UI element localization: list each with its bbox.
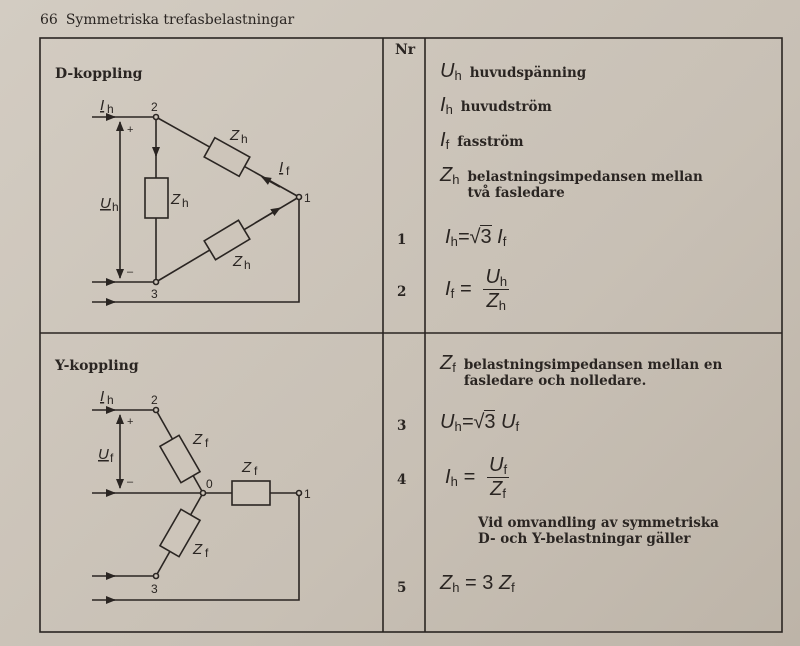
svg-text:I: I [279, 159, 283, 176]
formula-5: Zh = 3 Zf [440, 572, 515, 595]
nr-header: Nr [395, 42, 416, 58]
svg-text:f: f [254, 464, 258, 478]
svg-text:–: – [127, 476, 134, 488]
svg-text:0: 0 [206, 477, 213, 491]
d-circuit [92, 113, 303, 306]
svg-text:f: f [286, 164, 290, 178]
svg-text:1: 1 [304, 191, 311, 205]
svg-text:I: I [100, 97, 104, 114]
svg-text:1: 1 [304, 487, 311, 501]
svg-text:2: 2 [151, 393, 158, 407]
formula-3: Uh=√3 Uf [440, 410, 520, 434]
svg-text:Z: Z [192, 541, 203, 558]
svg-text:Z: Z [170, 191, 181, 208]
svg-text:h: h [107, 102, 114, 116]
svg-text:2: 2 [151, 100, 158, 114]
svg-text:3: 3 [151, 582, 158, 596]
svg-text:Z: Z [241, 459, 252, 476]
formula-nr-2: 2 [397, 284, 407, 300]
svg-text:–: – [127, 266, 134, 278]
y-title: Y-koppling [54, 358, 139, 374]
svg-text:3: 3 [151, 287, 158, 301]
formula-nr-3: 3 [397, 418, 407, 434]
svg-text:Z: Z [232, 253, 243, 270]
svg-text:f: f [110, 451, 114, 465]
svg-text:h: h [244, 258, 251, 272]
svg-text:h: h [107, 393, 114, 407]
formula-nr-4: 4 [397, 472, 407, 488]
formula-nr-1: 1 [397, 232, 407, 248]
svg-text:h: h [241, 132, 248, 146]
svg-text:U: U [100, 195, 111, 212]
page-header: 66 Symmetriska trefasbelastningar [40, 12, 302, 28]
svg-text:h: h [112, 200, 119, 214]
page-number: 66 [40, 12, 58, 28]
formula-1: Ih=√3 If [445, 225, 507, 249]
svg-text:Z: Z [192, 431, 203, 448]
table-grid [39, 37, 783, 633]
svg-text:Z: Z [229, 127, 240, 144]
svg-text:+: + [127, 416, 133, 428]
d-title: D-koppling [55, 66, 143, 82]
svg-text:I: I [100, 388, 104, 405]
svg-text:f: f [205, 546, 209, 560]
svg-text:f: f [205, 436, 209, 450]
svg-text:+: + [127, 124, 133, 136]
page-title: Symmetriska trefasbelastningar [65, 12, 295, 28]
svg-text:h: h [182, 196, 189, 210]
formula-nr-5: 5 [397, 580, 407, 596]
y-circuit [92, 406, 303, 604]
svg-text:U: U [98, 446, 109, 463]
